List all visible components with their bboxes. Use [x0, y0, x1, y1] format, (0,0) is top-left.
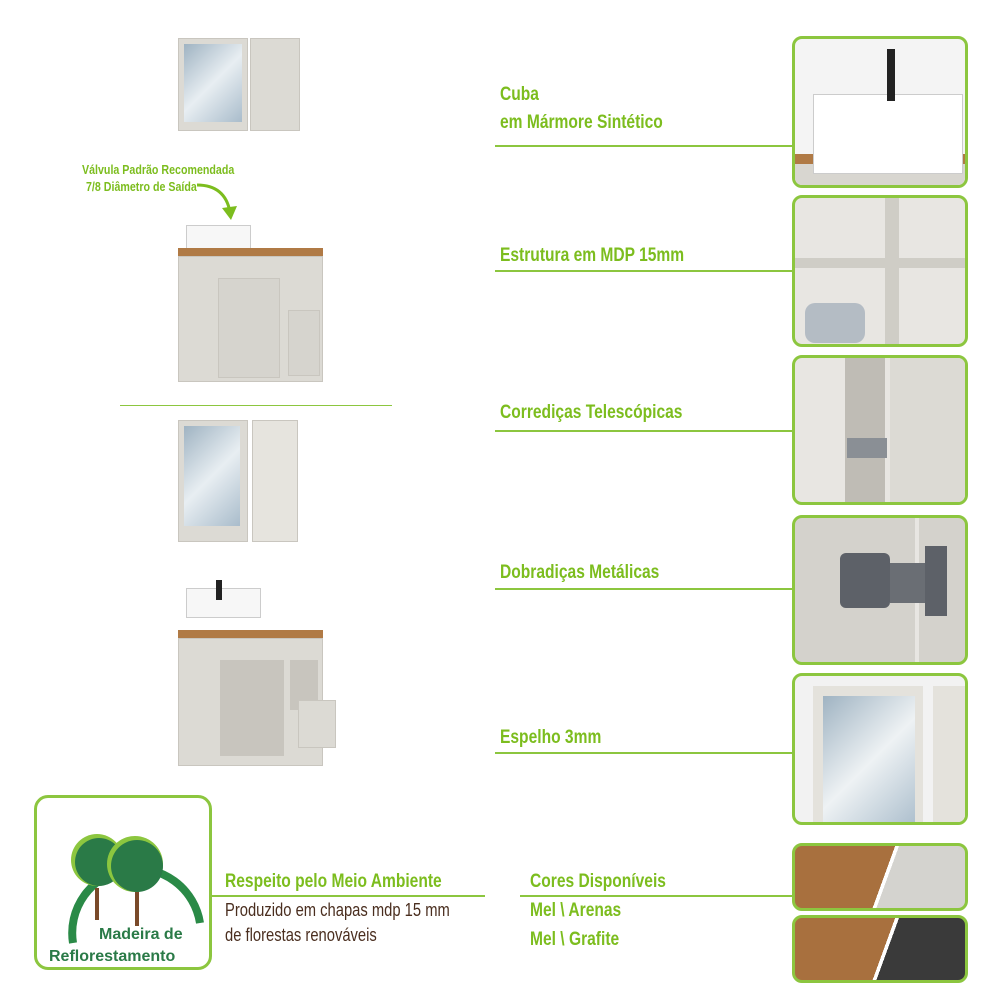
- sink-detail-image: [792, 36, 968, 188]
- slides-detail-image: [792, 355, 968, 505]
- feature-title: Dobradiças Metálicas: [500, 562, 660, 583]
- swatch-mel-arenas[interactable]: [792, 843, 968, 911]
- feature-subtitle: em Mármore Sintético: [500, 112, 663, 133]
- hinge-detail-image: [792, 515, 968, 665]
- vanity-open-image: [178, 580, 338, 766]
- reforestation-badge: Madeira de Reflorestamento: [34, 795, 212, 970]
- eco-body-line1: Produzido em chapas mdp 15 mm: [225, 900, 450, 920]
- eco-body-line2: de florestas renováveis: [225, 925, 377, 945]
- valve-note-line2: 7/8 Diâmetro de Saída: [86, 179, 197, 194]
- color-option-2: Mel \ Grafite: [530, 929, 620, 950]
- feature-title: Estrutura em MDP 15mm: [500, 245, 685, 266]
- valve-note-line1: Válvula Padrão Recomendada: [82, 162, 235, 177]
- feature-title: Cuba: [500, 84, 539, 105]
- vanity-closed-image: [178, 220, 323, 382]
- badge-text-line1: Madeira de: [99, 926, 183, 943]
- structure-detail-image: [792, 195, 968, 347]
- trees-icon: [68, 834, 204, 944]
- badge-text-line2: Reflorestamento: [49, 948, 176, 965]
- eco-title: Respeito pelo Meio Ambiente: [225, 871, 442, 892]
- mirror-detail-image: [792, 673, 968, 825]
- arrow-icon: [196, 183, 237, 220]
- mirror-cabinet-image-2: [178, 420, 298, 542]
- color-option-1: Mel \ Arenas: [530, 900, 622, 921]
- mirror-cabinet-image-1: [178, 38, 300, 131]
- feature-title: Espelho 3mm: [500, 727, 602, 748]
- colors-title: Cores Disponíveis: [530, 871, 666, 892]
- swatch-mel-grafite[interactable]: [792, 915, 968, 983]
- feature-title: Corrediças Telescópicas: [500, 402, 683, 423]
- section-divider: [120, 405, 392, 406]
